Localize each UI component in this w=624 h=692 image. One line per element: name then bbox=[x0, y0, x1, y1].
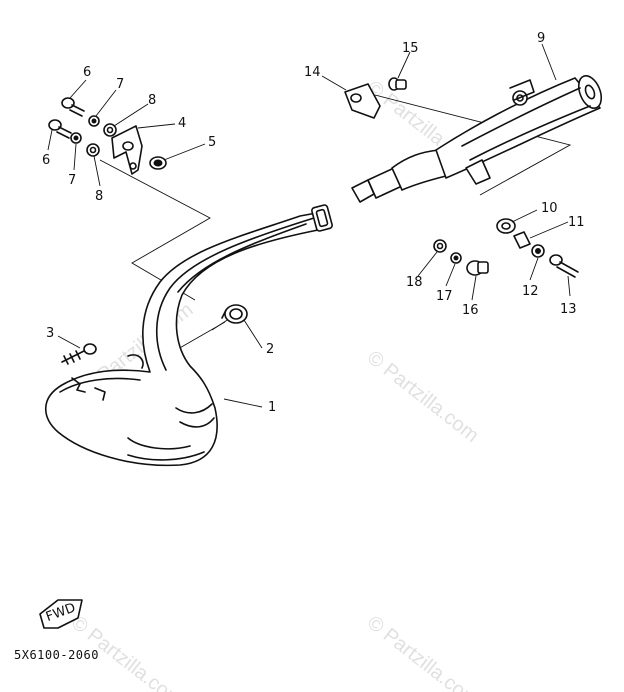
washer-7-upper bbox=[88, 115, 100, 127]
bolt-6-lower bbox=[48, 119, 72, 139]
collar-11 bbox=[513, 231, 531, 249]
callout-11: 11 bbox=[568, 215, 585, 230]
leader-lines bbox=[47, 43, 571, 408]
callout-3: 3 bbox=[46, 326, 54, 341]
washer-17 bbox=[450, 252, 462, 264]
callout-12: 12 bbox=[522, 284, 539, 299]
callout-7-upper: 7 bbox=[116, 77, 124, 92]
washer-12 bbox=[531, 244, 545, 258]
callout-8-lower: 8 bbox=[95, 189, 103, 204]
nut-5 bbox=[149, 156, 167, 170]
washer-8-upper bbox=[103, 123, 117, 137]
callout-6-upper: 6 bbox=[83, 65, 91, 80]
callout-15: 15 bbox=[402, 41, 419, 56]
callout-2: 2 bbox=[266, 342, 274, 357]
damper-14 bbox=[344, 83, 381, 119]
washer-7-lower bbox=[70, 132, 82, 144]
callout-1: 1 bbox=[268, 400, 276, 415]
callout-labels: 1 2 3 4 5 6 6 7 7 8 8 9 10 11 12 13 14 1… bbox=[42, 31, 585, 415]
callout-16: 16 bbox=[462, 303, 479, 318]
callout-8-upper: 8 bbox=[148, 93, 156, 108]
callout-14: 14 bbox=[304, 65, 321, 80]
callout-6-lower: 6 bbox=[42, 153, 50, 168]
exhaust-pipe bbox=[45, 204, 333, 467]
callout-10: 10 bbox=[541, 201, 558, 216]
callout-7-lower: 7 bbox=[68, 173, 76, 188]
damper-10 bbox=[496, 218, 516, 234]
callout-17: 17 bbox=[436, 289, 453, 304]
callout-9: 9 bbox=[537, 31, 545, 46]
silencer bbox=[351, 74, 603, 203]
washer-8-lower bbox=[86, 143, 100, 157]
callout-5: 5 bbox=[208, 135, 216, 150]
bolt-6-upper bbox=[61, 97, 85, 117]
watermark-5: © Partzilla.com bbox=[363, 612, 483, 692]
stud-bolt bbox=[61, 343, 97, 365]
gasket bbox=[221, 304, 248, 324]
bolt-15 bbox=[388, 77, 407, 91]
diagram-part-number: 5X6100-2060 bbox=[14, 648, 99, 662]
callout-4: 4 bbox=[178, 116, 186, 131]
bolt-13 bbox=[549, 254, 579, 278]
callout-13: 13 bbox=[560, 302, 577, 317]
washer-18 bbox=[433, 239, 447, 253]
fwd-arrow-icon: FWD bbox=[39, 599, 83, 629]
bracket bbox=[111, 125, 143, 175]
callout-18: 18 bbox=[406, 275, 423, 290]
bolt-16 bbox=[466, 260, 489, 276]
watermark-2: © Partzilla.com bbox=[363, 347, 483, 447]
